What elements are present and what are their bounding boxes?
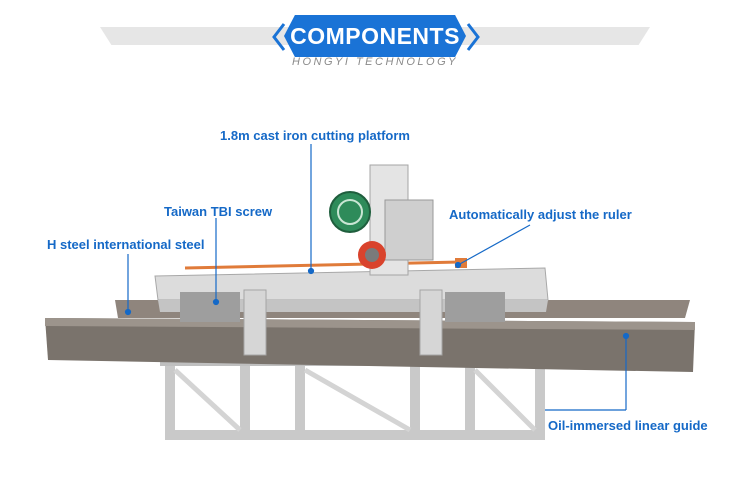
carriage-leg-left [243, 289, 267, 356]
page-subtitle: HONGYI TECHNOLOGY [292, 56, 458, 68]
callout-screw: Taiwan TBI screw [164, 204, 273, 219]
control-box [384, 199, 434, 261]
screw-box-right [445, 292, 505, 322]
callout-h-steel: H steel international steel [47, 237, 205, 252]
page-title: COMPONENTS [284, 15, 466, 57]
header-band-left [100, 27, 290, 45]
chevron-left-icon [272, 23, 286, 51]
h-steel-beam [45, 318, 695, 372]
screw-box-left [180, 292, 240, 322]
carriage-leg-right [419, 289, 443, 356]
chevron-right-icon [466, 23, 480, 51]
callout-guide: Oil-immersed linear guide [548, 418, 708, 433]
header-band-right [460, 27, 650, 45]
callout-ruler: Automatically adjust the ruler [449, 207, 632, 222]
motor [329, 191, 371, 233]
callout-platform: 1.8m cast iron cutting platform [220, 128, 410, 143]
cutting-line [184, 260, 461, 270]
